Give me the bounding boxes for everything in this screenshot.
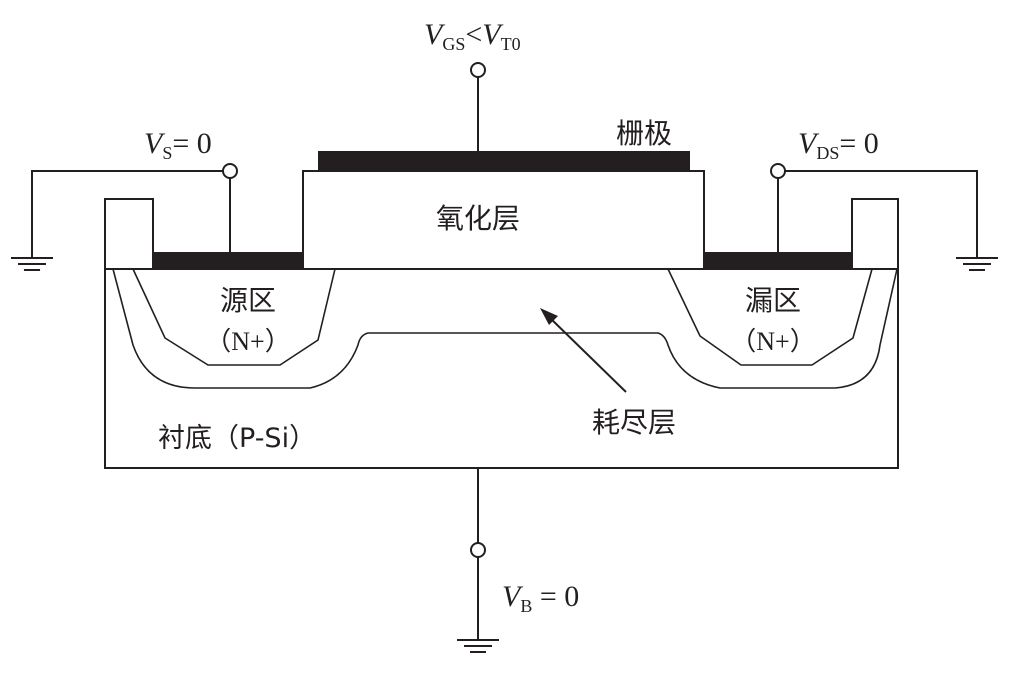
source-metal xyxy=(153,252,303,269)
substrate-label: 衬底（P-Si） xyxy=(158,423,316,454)
gate-oxide xyxy=(302,170,705,270)
depletion-arrow xyxy=(547,315,627,393)
drain-terminal xyxy=(770,163,786,179)
drain-junction xyxy=(667,268,873,366)
drain-region-label: 漏区 xyxy=(745,284,801,317)
drain-voltage-label: VDS= 0 xyxy=(798,127,879,163)
source-type-label: （N+） xyxy=(205,327,290,356)
body-terminal xyxy=(470,542,486,558)
source-junction xyxy=(132,268,336,366)
gate-label: 栅极 xyxy=(616,117,672,150)
body-voltage-label: VB = 0 xyxy=(502,580,579,616)
gate-metal xyxy=(318,151,690,171)
arrow-head-icon xyxy=(540,308,558,325)
source-region-label: 源区 xyxy=(220,284,276,317)
drain-wire xyxy=(777,170,978,258)
source-wire xyxy=(31,170,231,258)
depletion-label: 耗尽层 xyxy=(592,406,676,439)
source-voltage-label: VS= 0 xyxy=(144,127,212,163)
ground-icon xyxy=(457,639,499,653)
gate-terminal xyxy=(470,62,486,78)
oxide-label: 氧化层 xyxy=(436,202,520,235)
depletion-boundary xyxy=(112,268,898,389)
drain-metal xyxy=(704,252,852,269)
gate-voltage-label: VGS<VT0 xyxy=(424,18,521,54)
ground-icon xyxy=(956,257,998,271)
drain-type-label: （N+） xyxy=(730,327,815,356)
right-field-oxide xyxy=(851,198,899,270)
substrate-body xyxy=(104,268,899,469)
left-field-oxide xyxy=(104,198,154,270)
ground-icon xyxy=(11,257,53,271)
source-terminal xyxy=(222,163,238,179)
